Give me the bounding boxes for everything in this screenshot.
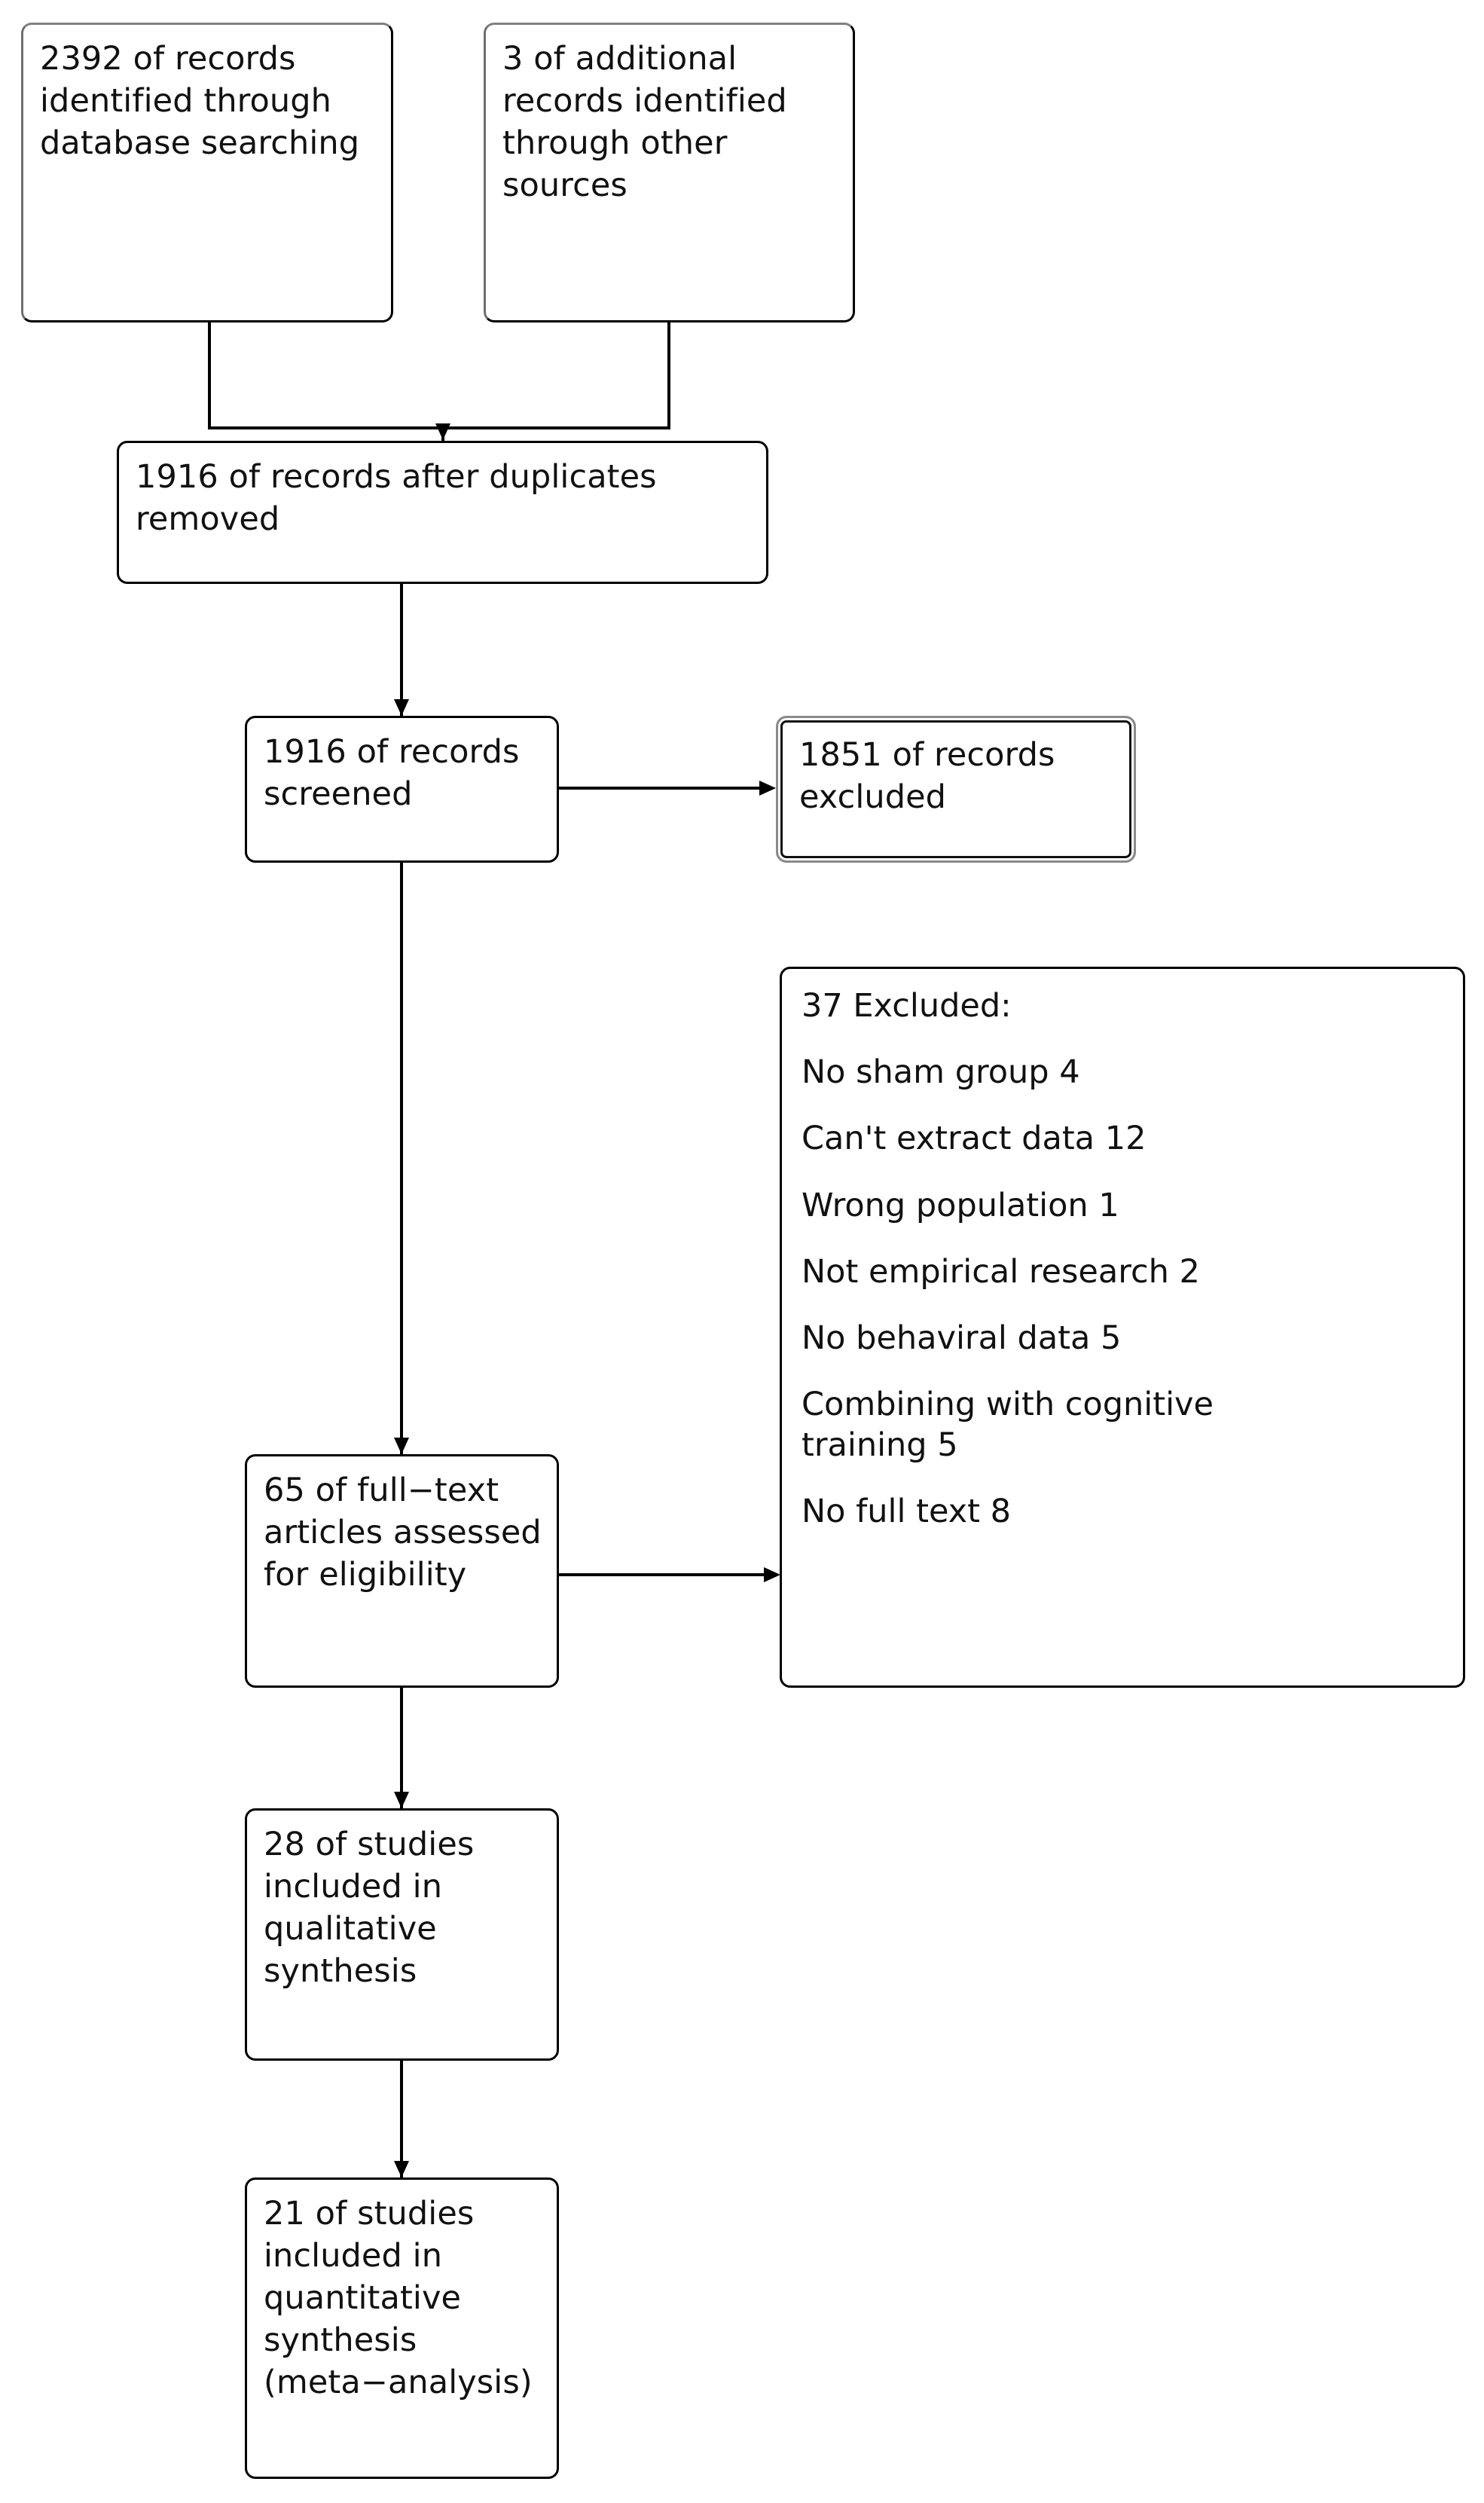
connector-screened-to-fulltext bbox=[400, 863, 403, 1456]
arrow-to-screened bbox=[394, 699, 409, 716]
node-exclusion-reasons-panel: 37 Excluded: No sham group 4 Can't extra… bbox=[780, 967, 1465, 1688]
connector-qualitative-to-quantitative bbox=[400, 2061, 403, 2180]
exclusion-reason-no-sham-group: No sham group 4 bbox=[802, 1053, 1080, 1092]
connector-screened-to-excluded bbox=[559, 787, 761, 790]
node-records-after-duplicates-removed: 1916 of records after duplicates removed bbox=[117, 441, 768, 584]
node-additional-records-other-sources-label: 3 of additional records identified throu… bbox=[502, 40, 787, 204]
arrow-to-excluded bbox=[759, 781, 776, 796]
exclusion-heading: 37 Excluded: bbox=[802, 987, 1012, 1025]
node-studies-quantitative-synthesis-label: 21 of studies included in quantitative s… bbox=[264, 2195, 533, 2401]
node-records-excluded: 1851 of records excluded bbox=[776, 716, 1136, 863]
node-additional-records-other-sources: 3 of additional records identified throu… bbox=[484, 23, 855, 322]
arrow-to-dedup bbox=[435, 423, 450, 440]
node-fulltext-articles-assessed: 65 of full−text articles assessed for el… bbox=[245, 1454, 559, 1688]
exclusion-reason-cant-extract-data: Can't extract data 12 bbox=[802, 1120, 1147, 1158]
node-studies-quantitative-synthesis: 21 of studies included in quantitative s… bbox=[245, 2178, 559, 2479]
exclusion-reason-combining-cognitive-training: Combining with cognitive training 5 bbox=[802, 1386, 1214, 1465]
node-records-excluded-label: 1851 of records excluded bbox=[799, 736, 1055, 816]
arrow-to-qualitative bbox=[394, 1792, 409, 1808]
arrow-to-fulltext bbox=[394, 1438, 409, 1454]
node-studies-qualitative-synthesis-label: 28 of studies included in qualitative sy… bbox=[264, 1826, 475, 1990]
node-records-screened: 1916 of records screened bbox=[245, 716, 559, 863]
connector-fulltext-to-qualitative bbox=[400, 1688, 403, 1811]
node-fulltext-articles-assessed-label: 65 of full−text articles assessed for el… bbox=[264, 1472, 542, 1594]
connector-other-down bbox=[667, 322, 670, 429]
node-records-after-duplicates-removed-label: 1916 of records after duplicates removed bbox=[136, 458, 657, 538]
node-records-identified-database: 2392 of records identified through datab… bbox=[21, 23, 393, 322]
exclusion-reason-no-full-text: No full text 8 bbox=[802, 1493, 1011, 1531]
exclusion-reason-wrong-population: Wrong population 1 bbox=[802, 1186, 1119, 1224]
connector-fulltext-to-reasons bbox=[559, 1573, 768, 1576]
node-records-screened-label: 1916 of records screened bbox=[264, 733, 520, 813]
node-records-identified-database-label: 2392 of records identified through datab… bbox=[40, 40, 360, 162]
exclusion-reason-not-empirical-research: Not empirical research 2 bbox=[802, 1252, 1200, 1291]
node-studies-qualitative-synthesis: 28 of studies included in qualitative sy… bbox=[245, 1808, 559, 2061]
connector-db-down bbox=[208, 322, 211, 429]
exclusion-reason-no-behavioral-data: No behaviral data 5 bbox=[802, 1319, 1122, 1357]
connector-dedup-to-screened bbox=[400, 584, 403, 718]
arrow-to-quantitative bbox=[394, 2161, 409, 2178]
arrow-to-reasons bbox=[764, 1567, 780, 1582]
